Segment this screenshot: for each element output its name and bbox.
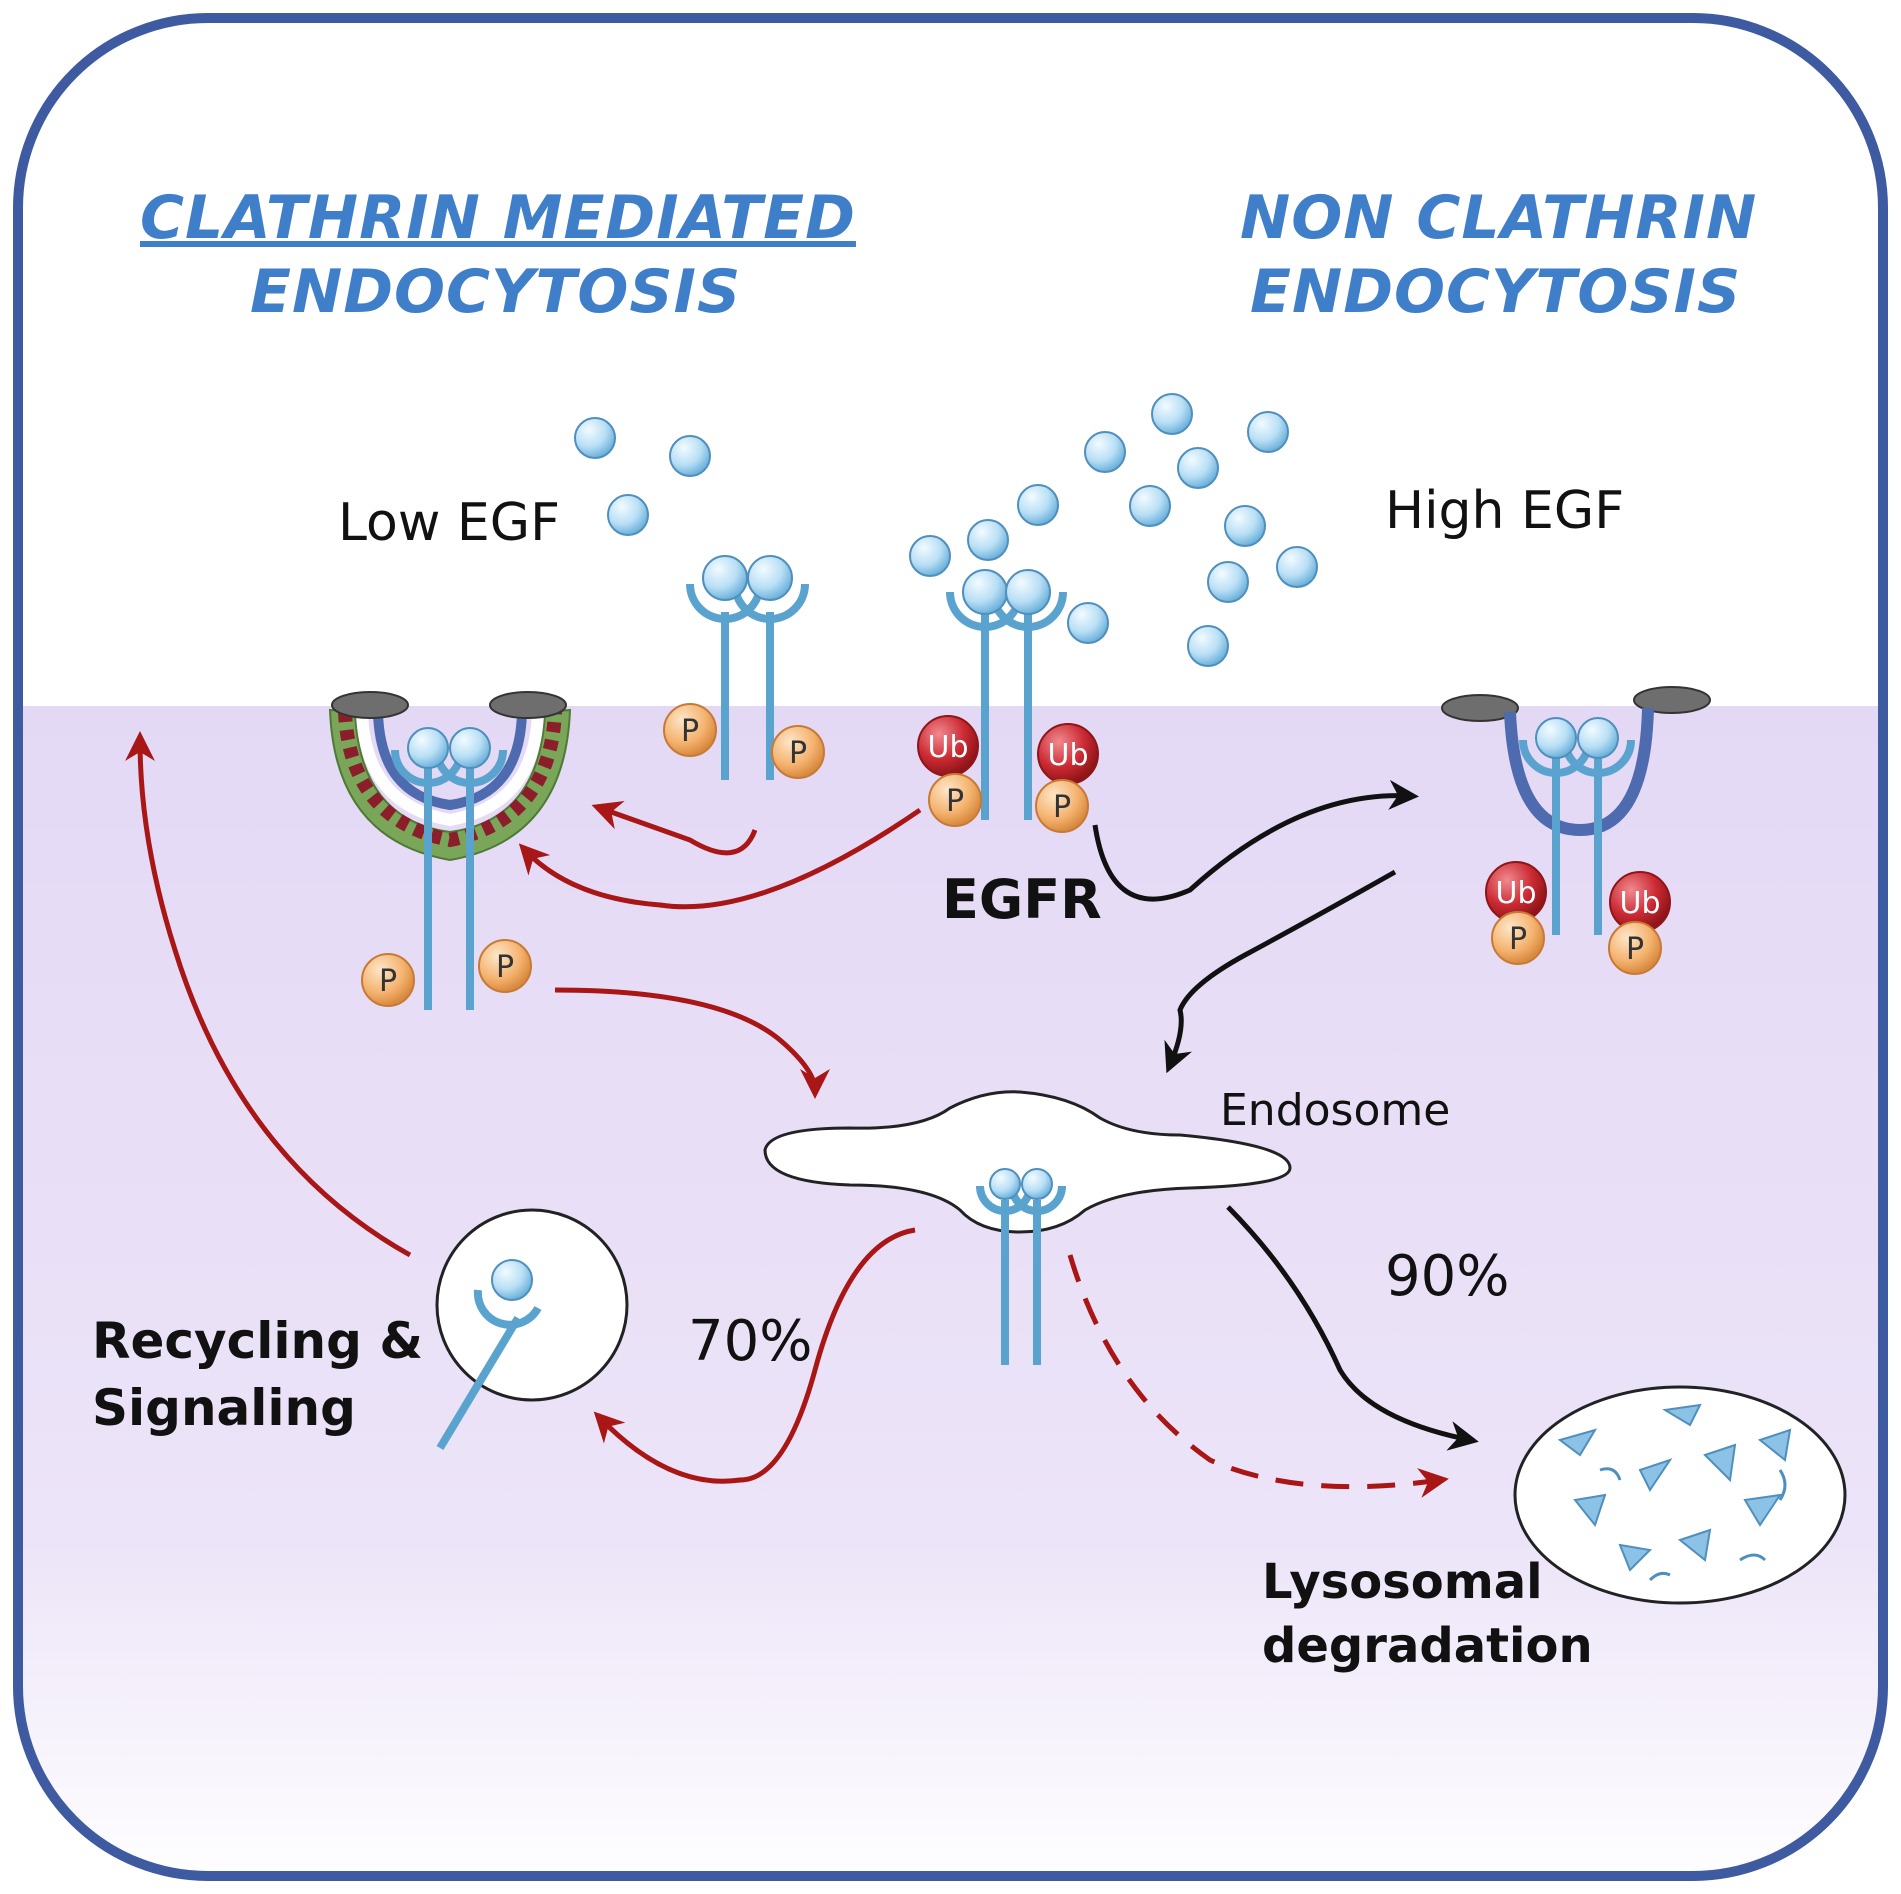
label-egfr: EGFR xyxy=(942,868,1102,931)
egf-ligand xyxy=(1247,411,1289,453)
label-pct-recycling: 70% xyxy=(688,1309,812,1374)
egf-ligand xyxy=(967,519,1009,561)
svg-text:P: P xyxy=(946,784,964,819)
label-high-egf: High EGF xyxy=(1385,481,1624,541)
ubiquitin-mark: Ub xyxy=(917,715,979,777)
arrow-recycling-to-membrane xyxy=(125,731,412,1258)
egfr-dimer-center: Ub P Ub P xyxy=(917,569,1099,833)
arrow-pit-to-endosome xyxy=(554,987,830,1099)
phospho-mark: P xyxy=(771,725,825,779)
non-clathrin-invagination: Ub P Ub P xyxy=(1441,686,1711,975)
cell-frame xyxy=(13,13,1888,1881)
ubiquitin-mark: Ub xyxy=(1609,871,1671,933)
phospho-mark: P xyxy=(478,939,532,993)
egf-ligand xyxy=(1129,485,1171,527)
svg-text:P: P xyxy=(1626,932,1644,967)
egf-ligands xyxy=(574,393,1318,667)
phospho-mark: P xyxy=(1035,779,1089,833)
egf-ligand xyxy=(574,417,616,459)
egf-ligand xyxy=(669,435,711,477)
svg-text:P: P xyxy=(681,714,699,749)
ubiquitin-mark: Ub xyxy=(1485,861,1547,923)
svg-text:P: P xyxy=(379,964,397,999)
title-left-line2: ENDOCYTOSIS xyxy=(250,257,741,327)
phospho-mark: P xyxy=(1491,911,1545,965)
endosome xyxy=(763,1090,1292,1365)
svg-text:P: P xyxy=(496,950,514,985)
egf-ligand xyxy=(1017,484,1059,526)
svg-text:P: P xyxy=(1509,922,1527,957)
egf-ligand xyxy=(1067,602,1109,644)
arrow-low-egf-to-pit xyxy=(591,800,758,856)
ubiquitin-mark: Ub xyxy=(1037,723,1099,785)
label-recycling-line1: Recycling & xyxy=(92,1312,423,1370)
pathway-arrows xyxy=(125,731,1479,1498)
label-pct-degradation: 90% xyxy=(1385,1244,1509,1309)
label-endosome: Endosome xyxy=(1220,1085,1450,1136)
egf-ligand xyxy=(607,494,649,536)
egf-ligand xyxy=(1207,561,1249,603)
title-right-line1: NON CLATHRIN xyxy=(1240,183,1757,253)
arrow-center-to-pit xyxy=(518,807,922,910)
egfr-dimer-low-egf: P P xyxy=(663,555,825,780)
lysosome xyxy=(1513,1385,1847,1605)
phospho-mark: P xyxy=(663,703,717,757)
label-lysosomal-line2: degradation xyxy=(1262,1618,1593,1674)
arrow-center-to-non-clathrin xyxy=(1092,779,1419,902)
title-left-line1: CLATHRIN MEDIATED xyxy=(140,183,856,253)
egf-ligand xyxy=(1084,431,1126,473)
clathrin-coated-pit: P P xyxy=(328,691,572,1010)
arrow-non-clathrin-to-endosome xyxy=(1164,869,1397,1074)
title-right-line2: ENDOCYTOSIS xyxy=(1250,257,1741,327)
svg-text:Ub: Ub xyxy=(1495,876,1536,911)
svg-text:Ub: Ub xyxy=(1619,886,1660,921)
phospho-mark: P xyxy=(1608,921,1662,975)
egf-ligand xyxy=(1177,447,1219,489)
arrow-endosome-to-recycling xyxy=(593,1227,916,1484)
arrow-endosome-to-lysosome-minor xyxy=(1067,1254,1449,1498)
egf-ligand xyxy=(1224,505,1266,547)
arrow-endosome-to-lysosome xyxy=(1226,1205,1479,1451)
label-low-egf: Low EGF xyxy=(338,493,560,553)
phospho-mark: P xyxy=(928,773,982,827)
label-lysosomal-line1: Lysosomal xyxy=(1262,1554,1543,1610)
egf-ligand xyxy=(1276,546,1318,588)
svg-text:P: P xyxy=(789,736,807,771)
label-recycling-line2: Signaling xyxy=(92,1379,356,1437)
phospho-mark: P xyxy=(361,953,415,1007)
svg-text:Ub: Ub xyxy=(1047,738,1088,773)
egf-ligand xyxy=(1187,625,1229,667)
svg-text:Ub: Ub xyxy=(927,730,968,765)
egf-ligand xyxy=(909,535,951,577)
svg-text:P: P xyxy=(1053,790,1071,825)
recycling-vesicle xyxy=(435,1208,629,1451)
egf-ligand xyxy=(1151,393,1193,435)
